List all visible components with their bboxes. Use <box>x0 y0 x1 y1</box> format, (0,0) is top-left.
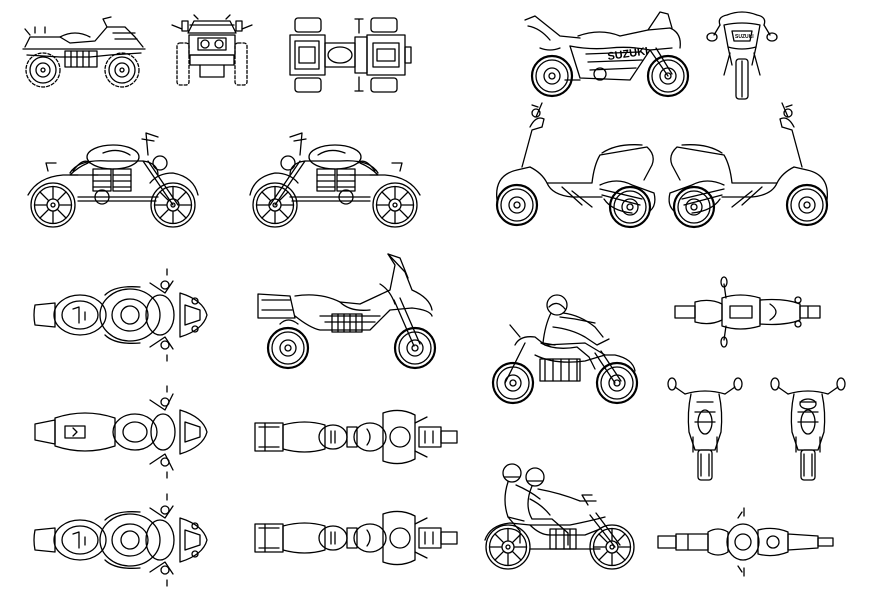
scooter-rear-view <box>667 377 743 481</box>
motorcycle-top-view-2 <box>34 385 208 479</box>
atv-front-view <box>171 14 253 86</box>
sportbike-front-view: SUZUKI <box>706 11 778 100</box>
cruiser-side-view-left <box>28 133 198 227</box>
touring-bike-top-view-2 <box>254 510 458 566</box>
headlight-logo-text: SUZUKI <box>735 34 754 40</box>
sportbike-with-rider-side-view <box>491 294 639 405</box>
scooter-front-view <box>770 377 846 481</box>
cruiser-with-two-riders-side-view <box>484 463 635 570</box>
cruiser-top-view <box>657 507 834 577</box>
motorcycle-top-view-3 <box>33 493 208 587</box>
sportbike-side-view: SUZUKI <box>524 11 690 98</box>
cruiser-side-view-right <box>250 133 420 227</box>
touring-bike-top-view-1 <box>254 409 458 465</box>
brand-logo-text: SUZUKI <box>607 45 649 63</box>
touring-bike-side-view <box>257 253 437 370</box>
scooter-side-view-right <box>669 103 827 227</box>
atv-side-view <box>22 16 146 88</box>
atv-top-view <box>289 17 412 93</box>
motorcycle-top-view-1 <box>33 268 208 362</box>
scooter-side-view-left <box>497 103 655 227</box>
sportbike-top-view <box>674 276 821 348</box>
